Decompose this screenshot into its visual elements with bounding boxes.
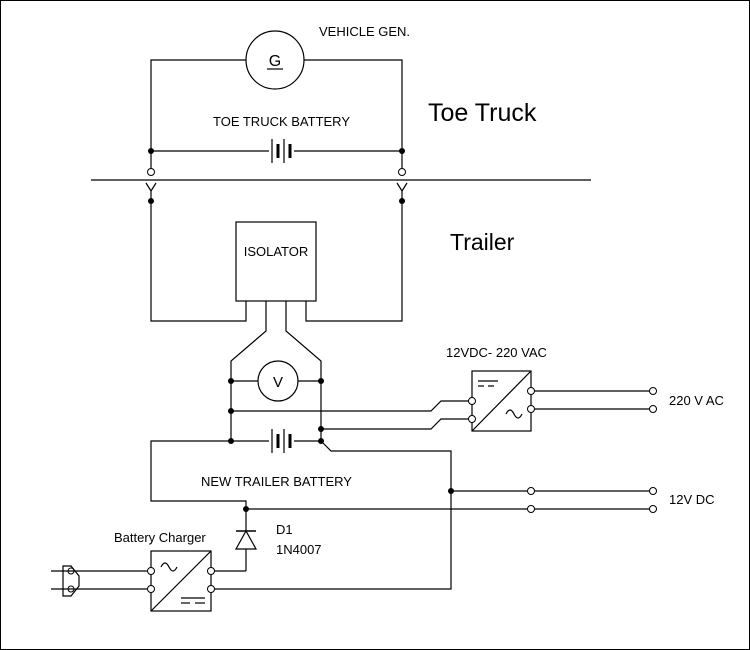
generator-letter: G [269,53,281,70]
mains-plug-icon [62,565,80,597]
hitch-plug [145,182,408,193]
hitch-socket [147,168,155,176]
ac-output-label: 220 V AC [669,393,724,408]
isolator-label: ISOLATOR [244,244,309,259]
diode-ref-label: D1 [276,522,293,537]
inverter [471,370,532,432]
terminal [527,405,535,413]
battery-positive-wire [211,440,452,590]
dc-output-label: 12V DC [669,492,715,507]
junction-dot [399,148,405,154]
junction-dot [318,426,324,432]
ac-wave-symbol [505,409,523,419]
dc-output-wire [246,490,650,510]
isolator-box [235,221,317,302]
truck-battery-symbol [151,139,402,163]
junction-dot [148,148,154,154]
battery-charger [150,550,212,612]
charger-box [150,550,212,612]
voltmeter: V [231,360,321,402]
ac-wave-symbol [160,562,178,572]
dc-output-terminal [649,505,657,513]
terminal [207,585,215,593]
junction-dot [228,378,234,384]
terminal [527,487,535,495]
truck-battery-label: TOE TRUCK BATTERY [213,114,350,129]
voltmeter-letter: V [273,374,283,391]
voltmeter-symbol [257,360,299,402]
generator-wire [150,59,403,172]
trailer-feed-wire [150,201,403,322]
diode-symbol [212,509,258,572]
terminal [527,387,535,395]
terminal [468,415,476,423]
ac-output-wire [534,390,650,410]
isolator-output-wire [230,301,322,441]
terminal [147,567,155,575]
charger-label: Battery Charger [114,530,206,545]
generator: G [245,30,305,90]
junction-dot [228,408,234,414]
ac-output-terminal [649,387,657,395]
section-title-truck: Toe Truck [428,99,537,127]
ac-output-terminal [649,405,657,413]
terminal [147,585,155,593]
terminal [527,505,535,513]
generator-label: VEHICLE GEN. [319,24,410,39]
section-title-trailer: Trailer [450,229,515,255]
trailer-battery-label: NEW TRAILER BATTERY [201,474,352,489]
terminal [207,567,215,575]
hitch-socket [398,168,406,176]
battery-negative-wire [150,440,247,509]
diode-part-label: 1N4007 [276,542,322,557]
terminal [468,397,476,405]
mains-wire [51,570,147,590]
junction-dot [318,378,324,384]
isolator: ISOLATOR [235,221,317,302]
dc-output-terminal [649,487,657,495]
inverter-label: 12VDC- 220 VAC [446,345,547,360]
inverter-feed-wire [231,400,472,430]
trailer-battery-symbol [231,429,321,453]
